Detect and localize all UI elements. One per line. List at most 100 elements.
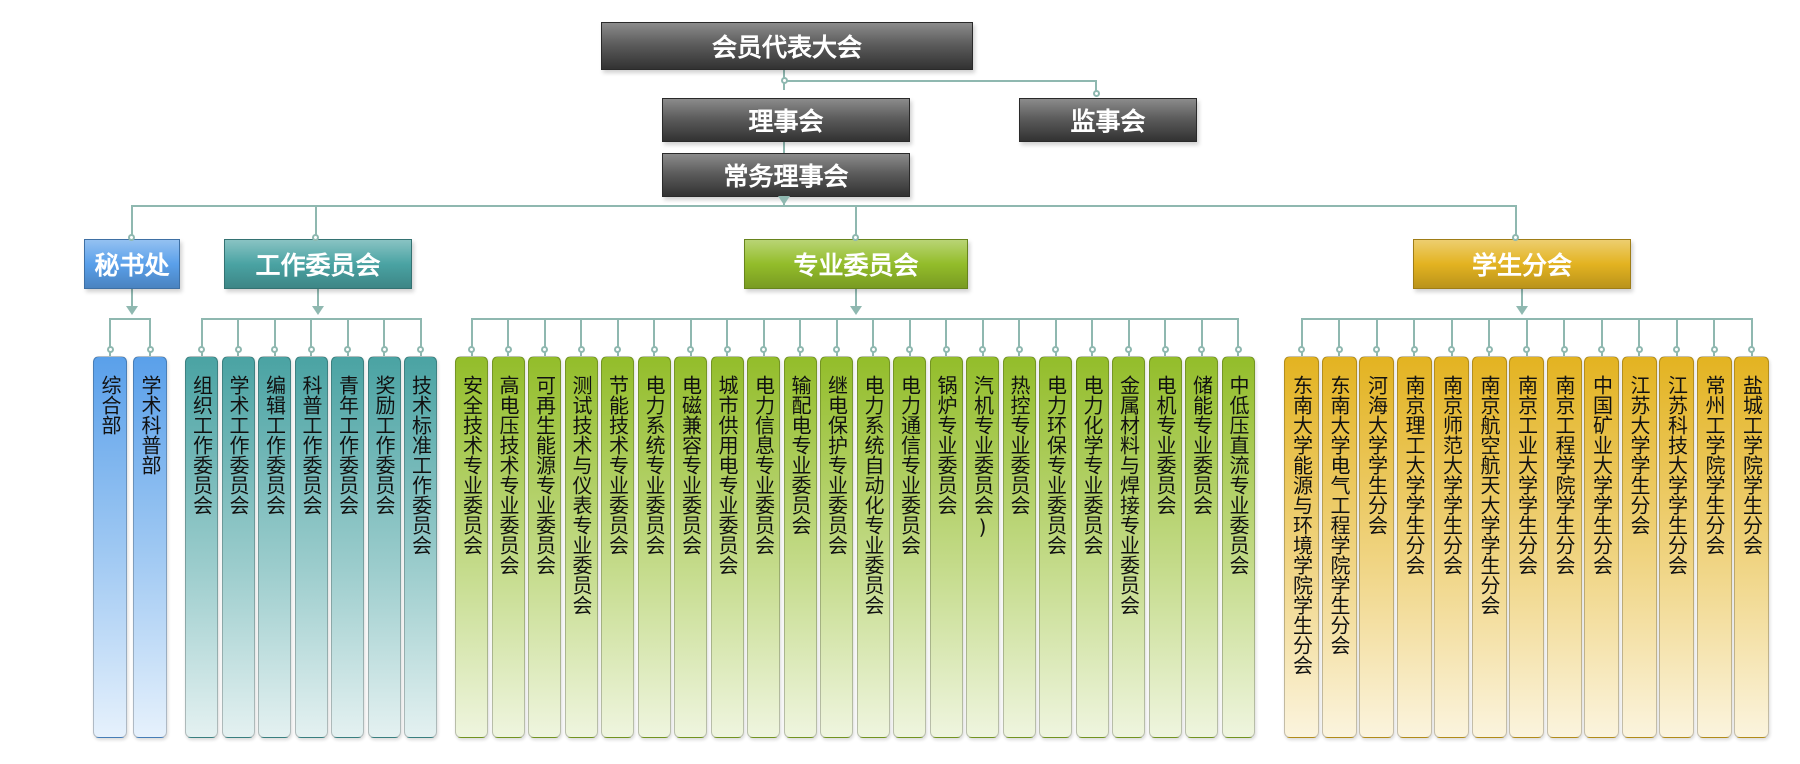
connector-line <box>470 318 473 356</box>
connector-line <box>273 318 276 356</box>
leaf-label: 江苏大学学生分会 <box>1627 375 1651 535</box>
connector-dot <box>344 346 351 353</box>
leaf-label: 安全技术专业委员会 <box>459 375 484 555</box>
connector-dot <box>1093 90 1100 97</box>
connector-dot <box>614 346 621 353</box>
leaf-label: 学术科普部 <box>138 375 162 475</box>
box-supervisors: 监事会 <box>1019 98 1197 142</box>
leaf-professional-15: 热控专业委员会 <box>1002 356 1036 738</box>
leaf-label: 综合部 <box>98 375 122 435</box>
connector-dot <box>1234 346 1242 353</box>
leaf-label: 南京航空航天大学学生分会 <box>1477 375 1501 615</box>
connector-line <box>1127 318 1130 356</box>
connector-arrow <box>1516 306 1528 315</box>
box-label: 理事会 <box>748 107 824 136</box>
box-council: 理事会 <box>662 98 910 142</box>
connector-dot <box>869 346 877 353</box>
connector-line <box>470 318 1239 320</box>
leaf-label: 输配电专业委员会 <box>788 375 812 535</box>
connector-line <box>383 318 385 356</box>
connector-dot <box>1523 346 1530 353</box>
leaf-label: 南京理工大学学生分会 <box>1402 375 1426 575</box>
leaf-working-4: 青年工作委员会 <box>331 356 364 738</box>
connector-line <box>1488 318 1490 356</box>
connector-dot <box>760 346 767 353</box>
leaf-label: 节能技术专业委员会 <box>605 375 630 555</box>
connector-line <box>762 318 765 356</box>
connector-line <box>1018 318 1020 356</box>
connector-dot <box>1335 346 1343 353</box>
connector-dot <box>1598 346 1605 353</box>
connector-dot <box>1485 346 1493 353</box>
leaf-label: 南京工业大学学生分会 <box>1514 375 1539 575</box>
leaf-professional-21: 中低压直流专业委员会 <box>1221 356 1255 738</box>
connector-dot <box>1410 346 1418 353</box>
connector-dot <box>128 234 135 241</box>
connector-line <box>507 318 509 356</box>
connector-dot <box>906 346 913 353</box>
connector-dot <box>1512 234 1519 241</box>
leaf-student-3: 南京理工大学学生分会 <box>1396 356 1432 738</box>
leaf-professional-19: 电机专业委员会 <box>1148 356 1182 738</box>
leaf-label: 电机专业委员会 <box>1153 375 1177 515</box>
connector-dot <box>650 346 658 353</box>
leaf-student-2: 河海大学学生分会 <box>1359 356 1394 738</box>
leaf-professional-13: 锅炉专业委员会 <box>929 356 963 738</box>
connector-line <box>1713 318 1715 356</box>
connector-line <box>981 318 984 356</box>
connector-line <box>1450 318 1453 356</box>
connector-dot <box>687 346 694 353</box>
box-label: 常务理事会 <box>723 162 849 191</box>
category-working: 工作委员会 <box>224 239 412 289</box>
leaf-working-0: 组织工作委员会 <box>185 356 218 738</box>
leaf-student-10: 江苏科技大学学生分会 <box>1659 356 1694 738</box>
connector-dot <box>146 346 154 353</box>
leaf-working-3: 科普工作委员会 <box>294 356 328 738</box>
leaf-professional-6: 电磁兼容专业委员会 <box>674 356 707 738</box>
leaf-student-12: 盐城工学院学生分会 <box>1734 356 1769 738</box>
category-professional: 专业委员会 <box>744 239 968 289</box>
connector-arrow <box>778 196 790 205</box>
leaf-label: 测试技术与仪表专业委员会 <box>569 375 593 615</box>
leaf-professional-14: 汽机专业委员会) <box>966 356 999 738</box>
connector-dot <box>723 346 731 353</box>
leaf-student-4: 南京师范大学学生分会 <box>1434 356 1469 738</box>
connector-dot <box>1560 346 1568 353</box>
leaf-label: 汽机专业委员会) <box>970 375 995 539</box>
leaf-label: 中低压直流专业委员会 <box>1226 375 1250 575</box>
connector-dot <box>942 346 950 353</box>
box-members-assembly: 会员代表大会 <box>601 22 973 70</box>
connector-dot <box>271 346 278 353</box>
leaf-label: 中国矿业大学学生分会 <box>1589 375 1614 575</box>
leaf-professional-12: 电力通信专业委员会 <box>893 356 926 738</box>
leaf-professional-17: 电力化学专业委员会 <box>1075 356 1109 738</box>
leaf-label: 南京师范大学学生分会 <box>1439 375 1464 575</box>
leaf-professional-1: 高电压技术专业委员会 <box>491 356 525 738</box>
leaf-label: 继电保护专业委员会 <box>824 375 849 555</box>
connector-dot <box>307 346 315 353</box>
connector-line <box>653 318 655 356</box>
category-label: 专业委员会 <box>793 251 919 280</box>
connector-dot <box>1748 346 1755 353</box>
connector-dot <box>1125 346 1132 353</box>
connector-arrow <box>126 306 138 315</box>
connector-line <box>1638 318 1640 356</box>
leaf-professional-18: 金属材料与焊接专业委员会 <box>1112 356 1145 738</box>
connector-line <box>315 205 317 239</box>
connector-line <box>1164 318 1166 356</box>
connector-line <box>131 205 133 239</box>
connector-line <box>689 318 692 356</box>
connector-line <box>872 318 874 356</box>
connector-line <box>237 318 239 356</box>
leaf-label: 锅炉专业委员会 <box>934 375 958 515</box>
leaf-working-2: 编辑工作委员会 <box>258 356 291 738</box>
connector-line <box>1413 318 1415 356</box>
category-label: 秘书处 <box>94 251 170 280</box>
connector-line <box>1338 318 1340 356</box>
leaf-label: 青年工作委员会 <box>335 375 360 515</box>
connector-line <box>543 318 546 356</box>
box-standing-council: 常务理事会 <box>662 153 910 197</box>
connector-line <box>945 318 947 356</box>
connector-arrow <box>312 306 324 315</box>
